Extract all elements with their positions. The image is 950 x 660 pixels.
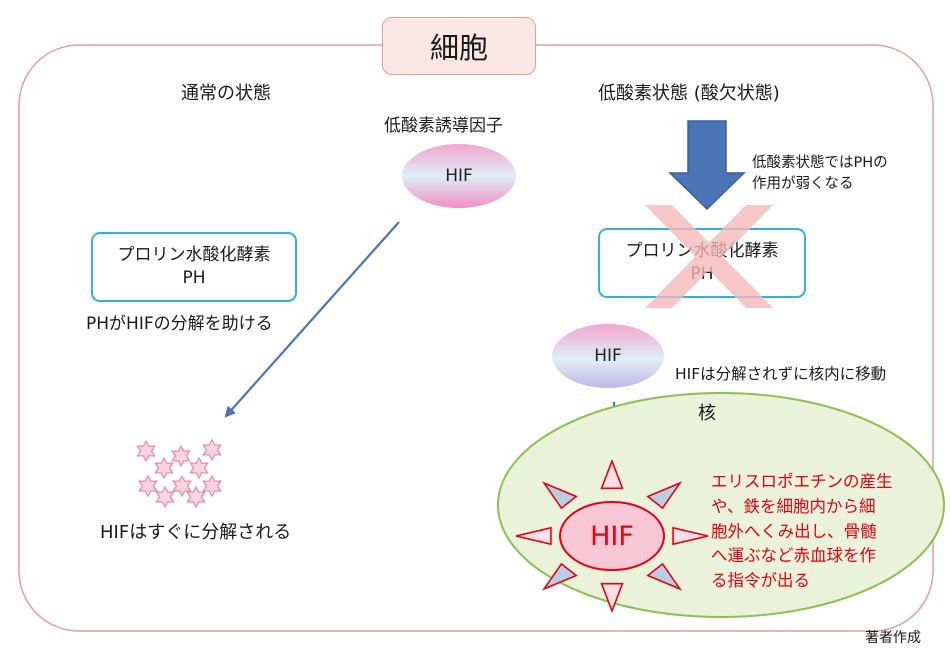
hif-label-center: HIF bbox=[445, 166, 473, 186]
sunburst-ray bbox=[541, 481, 578, 510]
title-box: 細胞 bbox=[382, 17, 536, 75]
degraded-hif-star bbox=[155, 485, 175, 509]
degraded-hif-star bbox=[136, 439, 156, 463]
effect-line-1: エリスロポエチンの産生 bbox=[711, 472, 893, 491]
sunburst-ray bbox=[541, 562, 578, 591]
degradation-arrow bbox=[224, 221, 400, 418]
hif-caption-hypoxic: HIFは分解されずに核内に移動 bbox=[675, 365, 887, 383]
hif-label-active: HIF bbox=[590, 520, 634, 552]
degraded-hif-star bbox=[171, 444, 191, 468]
degraded-hif-star bbox=[172, 474, 192, 498]
credit-text: 著者作成 bbox=[865, 630, 921, 646]
normal-heading: 通常の状態 bbox=[181, 83, 271, 104]
factor-label: 低酸素誘導因子 bbox=[384, 116, 503, 136]
degraded-hif-star bbox=[202, 438, 222, 462]
diagram-title: 細胞 bbox=[429, 31, 488, 65]
hypoxia-down-arrow bbox=[668, 120, 746, 211]
effect-description: エリスロポエチンの産生 や、鉄を細胞内から細 胞外へくみ出し、骨髄 へ運ぶなど赤… bbox=[711, 470, 911, 594]
sunburst-ray bbox=[515, 526, 552, 546]
hif-label-hypoxic: HIF bbox=[594, 346, 622, 366]
hif-ellipse-hypoxic bbox=[552, 324, 664, 388]
effect-line-2: や、鉄を細胞内から細 bbox=[711, 496, 876, 516]
hypoxic-note-line1: 低酸素状態ではPHの bbox=[752, 155, 888, 171]
sunburst-ray bbox=[600, 582, 624, 614]
hypoxic-note-line2: 作用が弱くなる bbox=[752, 176, 854, 193]
enzyme-box-hypoxic: プロリン水酸化酵素 PH bbox=[598, 228, 806, 298]
degraded-hif-star bbox=[186, 485, 206, 509]
enzyme-box-normal: プロリン水酸化酵素 PH bbox=[91, 232, 297, 302]
sunburst-ray bbox=[646, 481, 683, 510]
hypoxic-note: 低酸素状態ではPHの 作用が弱くなる bbox=[752, 153, 888, 195]
degraded-hif-star bbox=[202, 474, 222, 498]
effect-line-3: 胞外へくみ出し、骨髄 bbox=[711, 521, 877, 541]
enzyme-name-hypoxic: プロリン水酸化酵素 bbox=[625, 241, 779, 262]
effect-line-4: へ運ぶなど赤血球を作 bbox=[711, 546, 876, 566]
degraded-hif-star bbox=[154, 456, 174, 480]
effect-line-5: る指令が出る bbox=[711, 571, 810, 590]
degraded-hif-stars bbox=[136, 438, 222, 509]
result-caption: HIFはすぐに分解される bbox=[100, 522, 292, 543]
degraded-hif-star bbox=[138, 474, 158, 498]
enzyme-abbr-hypoxic: PH bbox=[690, 264, 714, 284]
enzyme-abbr-normal: PH bbox=[182, 268, 206, 288]
sunburst-ray bbox=[646, 562, 683, 591]
hif-ellipse-active bbox=[559, 501, 665, 571]
hypoxic-heading: 低酸素状態 (酸欠状態) bbox=[598, 83, 780, 104]
enzyme-caption-normal: PHがHIFの分解を助ける bbox=[86, 314, 273, 334]
nucleus-label: 核 bbox=[698, 403, 716, 424]
sunburst-ray bbox=[672, 526, 709, 546]
enzyme-name-normal: プロリン水酸化酵素 bbox=[117, 245, 271, 266]
sunburst-ray bbox=[600, 458, 624, 490]
hif-sunburst bbox=[515, 458, 709, 614]
hif-ellipse-center bbox=[402, 144, 516, 208]
degraded-hif-star bbox=[189, 456, 209, 480]
